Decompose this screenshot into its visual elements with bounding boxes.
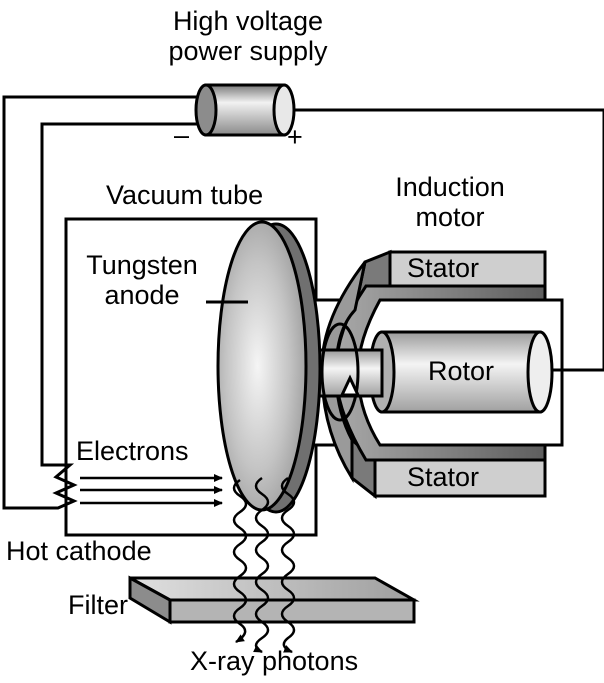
induction-motor-label-line1: Induction (395, 172, 505, 202)
wire-positive (288, 108, 604, 372)
induction-motor-label: Induction motor (370, 172, 530, 232)
stator-bottom-label: Stator (407, 462, 480, 492)
tungsten-anode-label-line1: Tungsten (86, 250, 198, 280)
electrons-label: Electrons (76, 436, 189, 466)
rotation-arrow (320, 322, 361, 422)
filter-label: Filter (68, 590, 128, 620)
power-supply-label: High voltage power supply (128, 6, 368, 66)
stator-top-label: Stator (407, 253, 480, 283)
filter-slab (128, 575, 420, 625)
rotor-label: Rotor (428, 356, 495, 386)
minus-sign: – (174, 120, 190, 150)
circuit-wires (2, 95, 604, 510)
tungsten-anode-label-line2: anode (104, 280, 180, 311)
power-supply-label-line2: power supply (168, 36, 328, 67)
vacuum-tube-outline (64, 217, 564, 537)
power-supply-cylinder (194, 83, 296, 137)
cathode-coil (50, 463, 78, 510)
plus-sign: + (287, 122, 303, 152)
wire-negative-outer (2, 95, 200, 510)
tungsten-anode-disc (216, 220, 322, 514)
xray-photon-waves (232, 476, 296, 654)
power-supply-label-line1: High voltage (172, 6, 324, 36)
electron-beam (80, 474, 223, 507)
tungsten-anode-label: Tungsten anode (72, 250, 212, 310)
rotor-cylinder (368, 330, 554, 414)
wire-negative-inner (40, 122, 200, 467)
induction-motor-label-line2: motor (415, 202, 485, 233)
vacuum-tube-label: Vacuum tube (106, 180, 264, 210)
hot-cathode-label: Hot cathode (6, 536, 152, 566)
xray-photons-label: X-ray photons (190, 646, 359, 676)
